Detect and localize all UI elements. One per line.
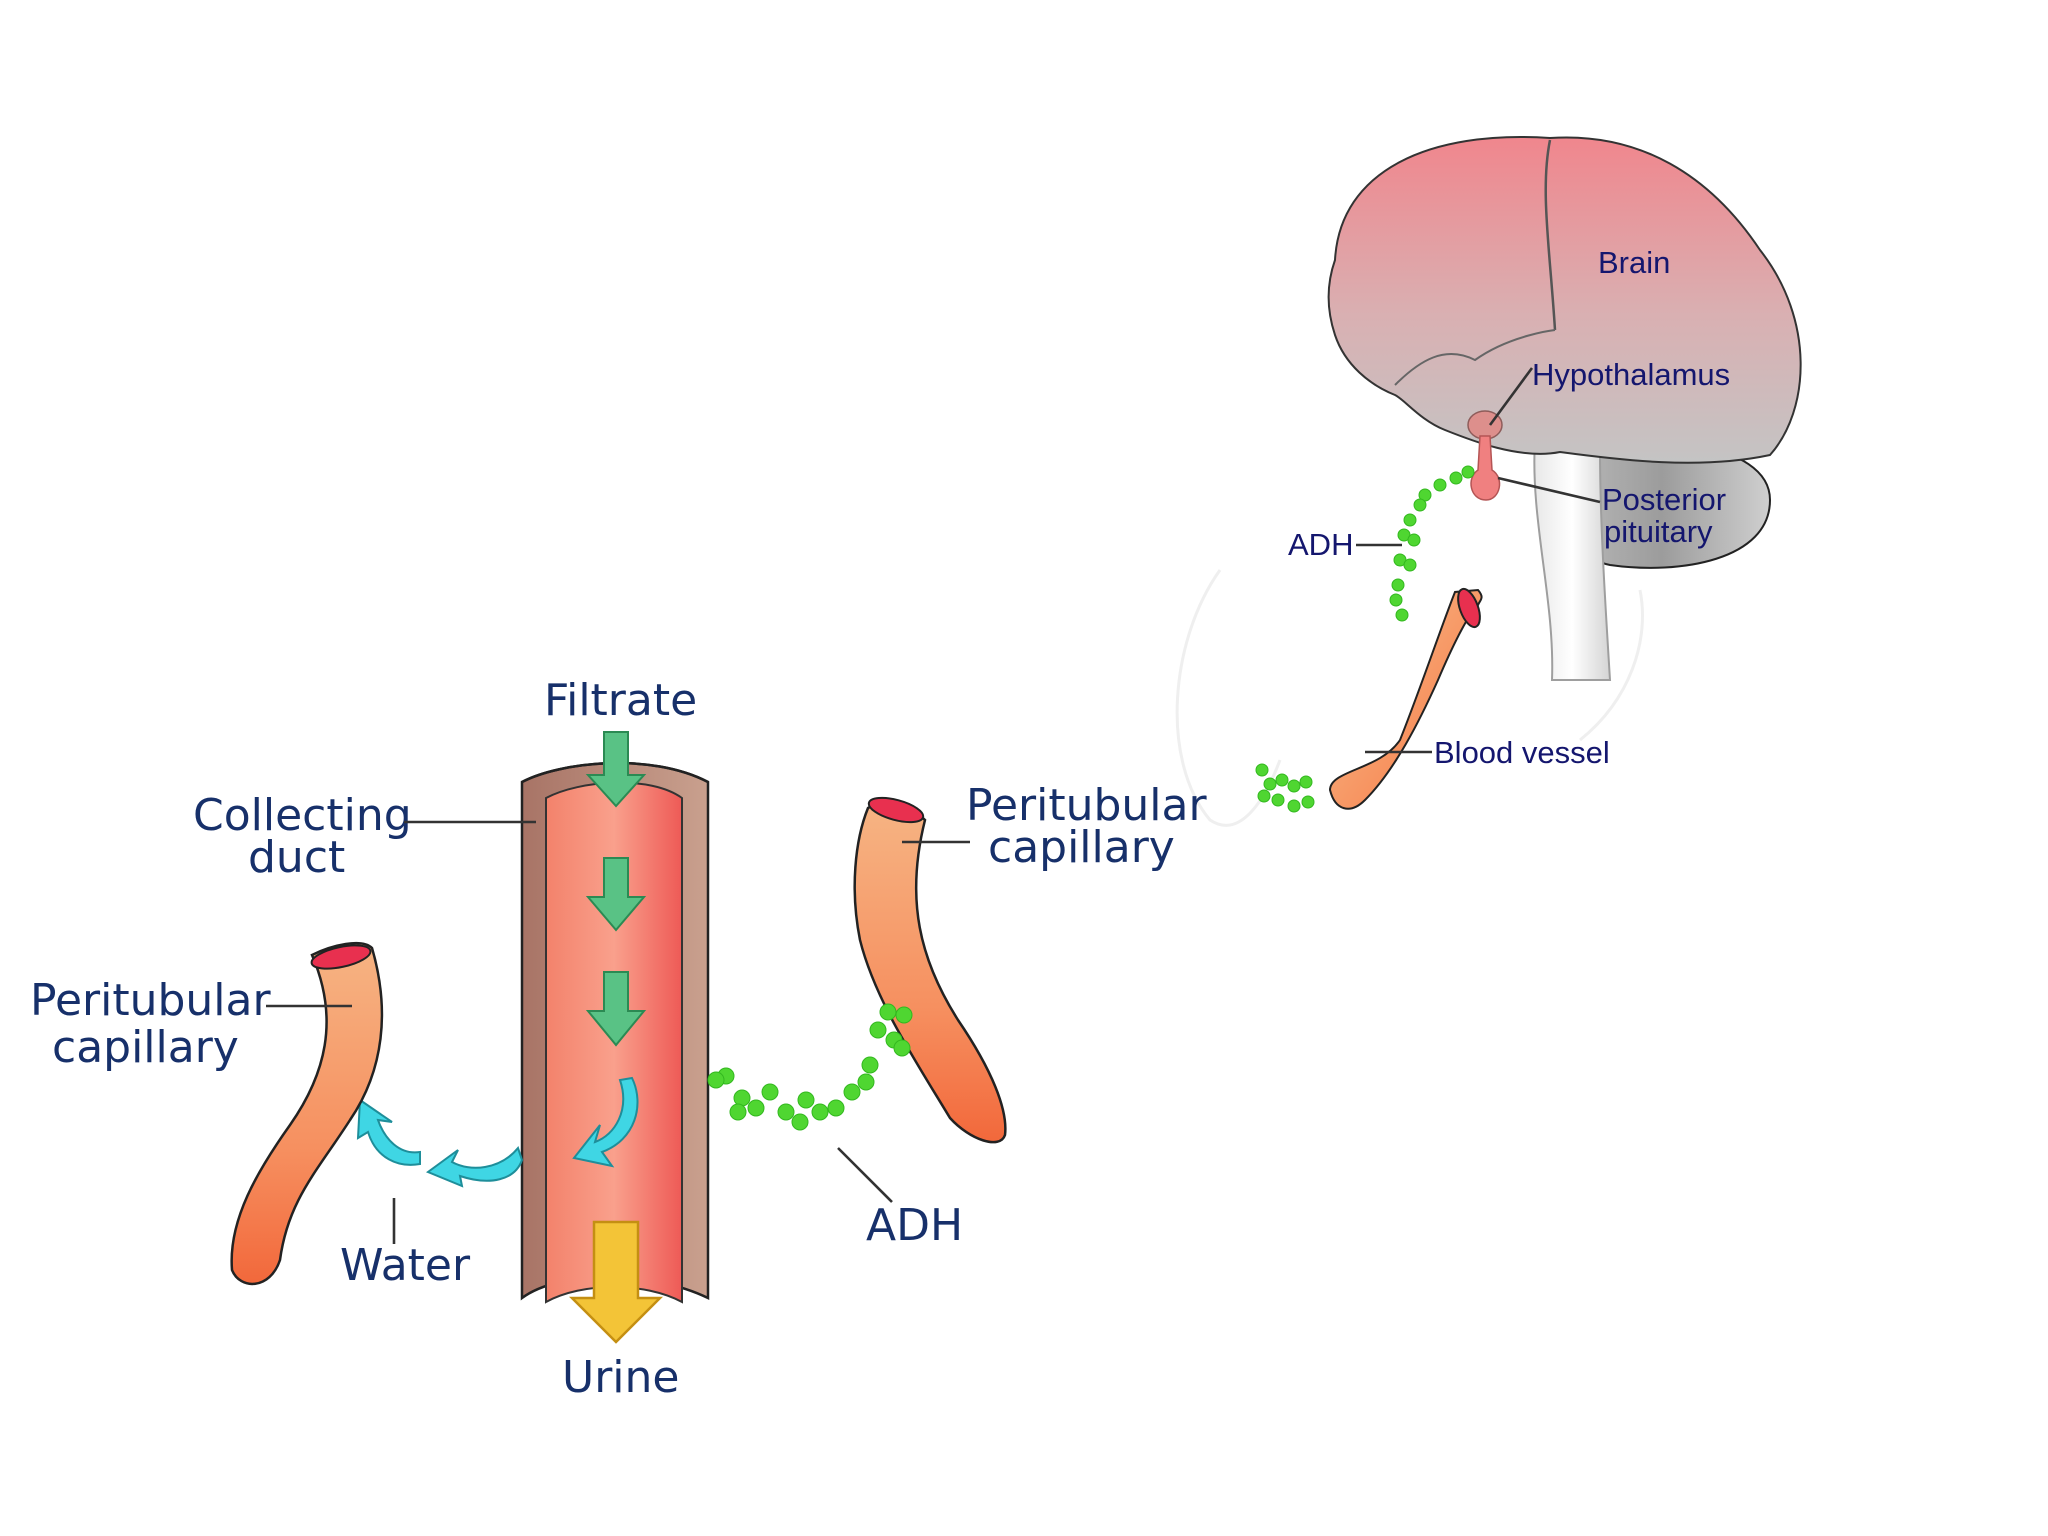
label-filtrate: Filtrate [544,675,697,726]
pituitary-leader [1497,476,1601,504]
brain-fissure [1544,139,1557,331]
adh-particles-brain [1255,465,1475,813]
label-water: Water [340,1240,471,1291]
down-arrow-icon [585,857,647,932]
adh-particle [1391,578,1405,592]
adh-particle [857,1073,875,1091]
capillary-right-body [853,801,1007,1144]
capillary-right-opening [867,796,925,824]
down-arrow-icon [585,971,647,1047]
adh-particle [797,1091,815,1109]
neck-outline [1579,589,1644,742]
adh-particle [1413,498,1427,512]
label-capillary-right: capillary [988,822,1175,873]
blood-vessel [1328,588,1483,810]
adh-particle [869,1021,887,1039]
posterior-pituitary [1470,435,1501,501]
filtrate-arrows [585,731,647,1047]
curved-arrow-icon [572,1076,639,1168]
adh-particle [1407,533,1421,547]
adh-particle [729,1103,747,1121]
curved-arrow-icon [425,1145,524,1188]
label-urine: Urine [562,1352,679,1403]
label-collecting: Collecting [193,790,412,841]
adh-particle [733,1089,751,1107]
adh-particles-duct [707,1003,913,1131]
urine-arrow [568,1220,664,1344]
hypothalamus-leader [1488,367,1534,426]
adh-particle [893,1039,911,1057]
adh-particle [1403,558,1417,572]
adh-particle [1461,465,1475,479]
adh-particle [1257,789,1271,803]
label-pituitary: pituitary [1604,514,1713,549]
adh-particle [895,1006,913,1024]
adh-particle [777,1103,795,1121]
label-duct: duct [248,832,345,883]
adh-particle [843,1083,861,1101]
label-blood-vessel: Blood vessel [1434,735,1610,770]
curved-arrow-icon [356,1098,421,1166]
adh-particle [1389,593,1403,607]
adh-particle [1255,763,1269,777]
adh-particle [1263,777,1277,791]
adh-particle [1403,513,1417,527]
adh-particle [861,1056,879,1074]
adh-particle [1299,775,1313,789]
adh-particle [827,1099,845,1117]
adh-particle [1301,795,1315,809]
label-adh-top: ADH [1288,527,1353,562]
label-capillary-left: capillary [52,1022,239,1073]
temporal-fold [1394,329,1556,386]
blood-vessel-opening [1457,587,1481,629]
water-arrows [356,1098,524,1188]
capillary-left-body [230,941,384,1286]
brain-illustration: Brain Hypothalamus Posterior pituitary A… [1175,136,1802,827]
adh-bottom-leader [837,1147,893,1203]
head-outline [1175,569,1282,827]
down-arrow-icon [585,731,647,808]
label-peritubular-left: Peritubular [30,975,271,1026]
adh-particle [1287,799,1301,813]
adh-particle [1395,608,1409,622]
label-posterior: Posterior [1602,482,1726,517]
peritubular-capillary-left [230,941,384,1286]
adh-particle [761,1083,779,1101]
label-peritubular-right: Peritubular [966,780,1207,831]
peritubular-capillary-right [853,796,1007,1144]
adh-particle [1449,471,1463,485]
adh-particle [747,1099,765,1117]
cerebrum [1327,136,1802,464]
adh-particle [1287,779,1301,793]
adh-particle [707,1071,725,1089]
capillary-left-opening [310,944,372,970]
adh-particle [879,1003,897,1021]
adh-particle [811,1103,829,1121]
label-adh-bottom: ADH [866,1200,963,1251]
brain-stem [1533,438,1612,681]
adh-particle [1433,478,1447,492]
adh-particle [1275,773,1289,787]
label-brain: Brain [1598,245,1670,280]
label-hypothalamus: Hypothalamus [1532,357,1730,392]
adh-particle [1271,793,1285,807]
adh-particle [791,1113,809,1131]
